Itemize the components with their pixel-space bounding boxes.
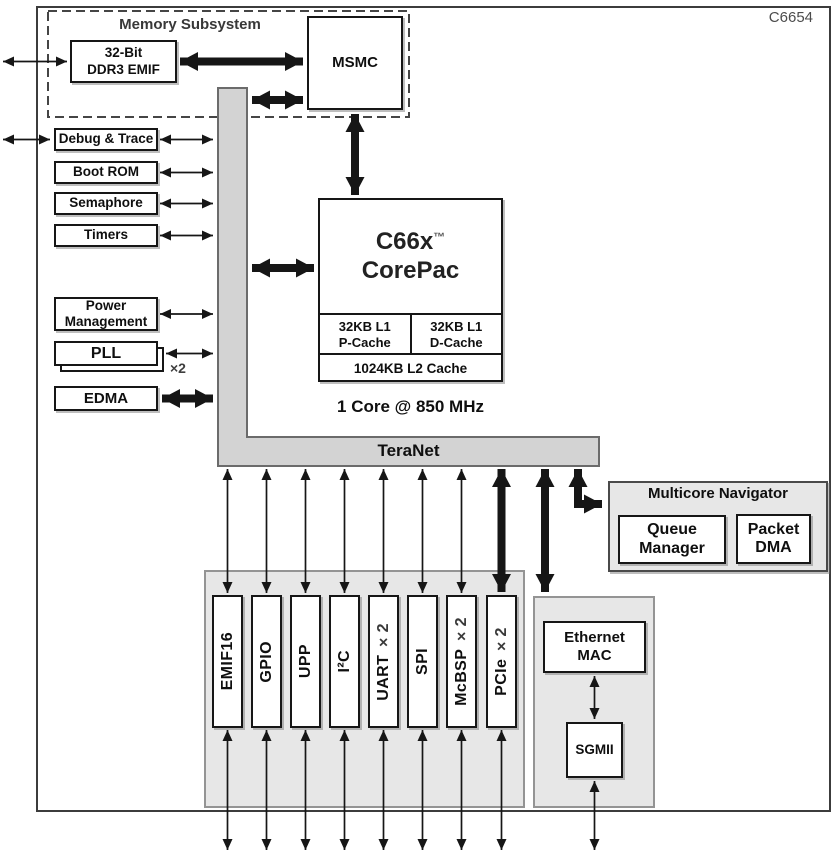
trademark-symbol: ™ bbox=[433, 230, 446, 245]
queue-manager-line2: Manager bbox=[639, 539, 705, 557]
l1-cache-row: 32KB L1 P-Cache 32KB L1 D-Cache bbox=[320, 313, 501, 355]
peripheral-uart-box: UART×2 bbox=[368, 595, 399, 728]
debug-trace-label: Debug & Trace bbox=[58, 131, 154, 147]
peripheral-mcbsp-label: McBSP×2 bbox=[452, 617, 470, 706]
power-management-label-line2: Management bbox=[64, 314, 148, 329]
debug-trace-box: Debug & Trace bbox=[54, 128, 158, 151]
peripheral-gpio-box: GPIO bbox=[251, 595, 282, 728]
memory-subsystem-title: Memory Subsystem bbox=[119, 16, 261, 33]
l1-pcache-cell: 32KB L1 P-Cache bbox=[320, 315, 412, 355]
queue-manager-line1: Queue bbox=[647, 521, 697, 539]
timers-box: Timers bbox=[54, 224, 158, 247]
pll-label: PLL bbox=[90, 344, 122, 362]
l1-dcache-cell: 32KB L1 D-Cache bbox=[412, 315, 502, 355]
boot-rom-box: Boot ROM bbox=[54, 161, 158, 184]
corepac-box: C66x™ CorePac 32KB L1 P-Cache 32KB L1 D-… bbox=[318, 198, 503, 382]
peripheral-spi-box: SPI bbox=[407, 595, 438, 728]
peripheral-mcbsp-box: McBSP×2 bbox=[446, 595, 477, 728]
packet-dma-box: Packet DMA bbox=[736, 514, 811, 564]
l1-dcache-line2: D-Cache bbox=[429, 335, 483, 350]
ddr3-emif-box: 32-Bit DDR3 EMIF bbox=[70, 40, 177, 83]
edma-box: EDMA bbox=[54, 386, 158, 411]
packet-dma-line2: DMA bbox=[755, 539, 792, 556]
packet-dma-line1: Packet bbox=[747, 520, 800, 538]
peripheral-emif16-box: EMIF16 bbox=[212, 595, 243, 728]
chip-label: C6654 bbox=[768, 9, 813, 26]
pll-box: PLL bbox=[54, 341, 158, 366]
peripheral-upp-box: UPP bbox=[290, 595, 321, 728]
ddr3-emif-label-line2: DDR3 EMIF bbox=[87, 61, 160, 77]
power-management-box: Power Management bbox=[54, 297, 158, 331]
l1-pcache-line2: P-Cache bbox=[338, 335, 391, 350]
sgmii-box: SGMII bbox=[566, 722, 623, 778]
peripheral-upp-label: UPP bbox=[296, 644, 314, 679]
peripheral-gpio-label: GPIO bbox=[257, 640, 275, 683]
msmc-box: MSMC bbox=[307, 16, 403, 110]
navigator-title: Multicore Navigator bbox=[647, 485, 789, 502]
corepac-title: C66x™ CorePac bbox=[320, 200, 501, 313]
peripheral-uart-label: UART×2 bbox=[374, 622, 392, 701]
ethernet-mac-line1: Ethernet bbox=[564, 629, 625, 646]
core-frequency-note: 1 Core @ 850 MHz bbox=[337, 397, 484, 416]
msmc-label: MSMC bbox=[332, 54, 378, 71]
corepac-title-line1: C66x™ bbox=[375, 228, 446, 256]
peripheral-spi-label: SPI bbox=[413, 648, 431, 675]
boot-rom-label: Boot ROM bbox=[73, 164, 139, 180]
semaphore-label: Semaphore bbox=[69, 195, 143, 211]
l1-dcache-line1: 32KB L1 bbox=[430, 318, 483, 334]
peripheral-pcie-box: PCIe×2 bbox=[486, 595, 517, 728]
queue-manager-box: Queue Manager bbox=[618, 515, 726, 564]
pll-multiplier-label: ×2 bbox=[170, 360, 186, 376]
ethernet-mac-line2: MAC bbox=[577, 647, 612, 664]
edma-label: EDMA bbox=[83, 389, 129, 407]
l1-pcache-line1: 32KB L1 bbox=[338, 318, 391, 334]
teranet-label: TeraNet bbox=[377, 441, 440, 460]
ddr3-emif-label-line1: 32-Bit bbox=[104, 45, 143, 61]
peripheral-pcie-label: PCIe×2 bbox=[492, 627, 510, 696]
sgmii-label: SGMII bbox=[575, 741, 614, 757]
l2-cache-cell: 1024KB L2 Cache bbox=[320, 353, 501, 382]
ethernet-mac-box: Ethernet MAC bbox=[543, 621, 646, 673]
timers-label: Timers bbox=[83, 227, 129, 243]
peripheral-i2c-label: I²C bbox=[335, 650, 353, 673]
corepac-title-line2: CorePac bbox=[361, 256, 460, 284]
peripheral-i2c-box: I²C bbox=[329, 595, 360, 728]
peripheral-emif16-label: EMIF16 bbox=[218, 632, 236, 691]
semaphore-box: Semaphore bbox=[54, 192, 158, 215]
power-management-label-line1: Power bbox=[85, 297, 127, 313]
